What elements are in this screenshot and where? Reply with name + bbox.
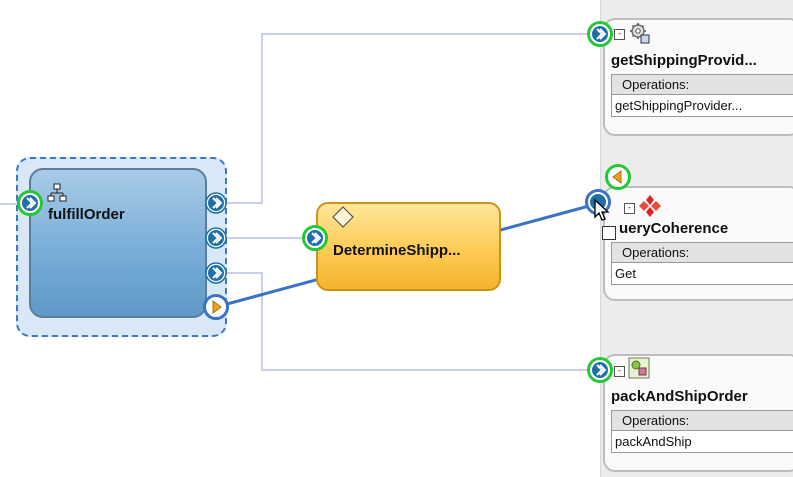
fulfillorder-service-port[interactable] (17, 190, 43, 216)
fulfillorder-reference-port-2[interactable] (203, 225, 229, 251)
wire-to-packandship[interactable] (216, 272, 590, 371)
mediator-service-port[interactable] (302, 225, 328, 251)
operations-label: Operations: (612, 243, 793, 263)
operations-box: Operations: Get (611, 242, 793, 285)
reference-title: getShippingProvid... (611, 52, 757, 69)
mouse-pointer-icon (594, 198, 610, 221)
fulfillorder-reference-port-4[interactable] (203, 294, 229, 320)
getshippingprovider-port[interactable] (587, 21, 613, 47)
drag-target-indicator (602, 226, 616, 240)
reference-title: packAndShipOrder (611, 388, 748, 405)
packandshiporder-port[interactable] (587, 357, 613, 383)
collapse-toggle-2[interactable]: - (624, 203, 635, 214)
collapse-toggle-1[interactable]: - (614, 29, 625, 40)
operation-item[interactable]: getShippingProvider... (615, 98, 743, 113)
operations-box: Operations: getShippingProvider... (611, 74, 793, 117)
coherence-adapter-icon (639, 195, 661, 217)
operation-item[interactable]: Get (615, 266, 636, 281)
mediator-diamond-icon (332, 206, 354, 228)
operations-label: Operations: (612, 75, 793, 95)
querycoherence-callback-port[interactable] (605, 164, 631, 190)
reference-card-packandshiporder[interactable]: packAndShipOrder Operations: packAndShip (603, 354, 793, 472)
mediator-title: DetermineShipp... (333, 242, 461, 259)
wire-to-getshippingprovider[interactable] (216, 33, 590, 204)
reference-card-getshippingprovider[interactable]: getShippingProvid... Operations: getShip… (603, 18, 793, 136)
bpel-process-icon (47, 183, 67, 202)
fulfillorder-reference-port-3[interactable] (203, 260, 229, 286)
operations-box: Operations: packAndShip (611, 410, 793, 453)
operation-item[interactable]: packAndShip (615, 434, 692, 449)
bpel-process-icon (628, 357, 650, 379)
operations-label: Operations: (612, 411, 793, 431)
fulfillorder-reference-port-1[interactable] (203, 190, 229, 216)
web-service-gear-icon (630, 23, 650, 44)
collapse-toggle-3[interactable]: - (614, 366, 625, 377)
reference-title: ueryCoherence (619, 220, 729, 237)
fulfillorder-title: fulfillOrder (48, 206, 125, 223)
